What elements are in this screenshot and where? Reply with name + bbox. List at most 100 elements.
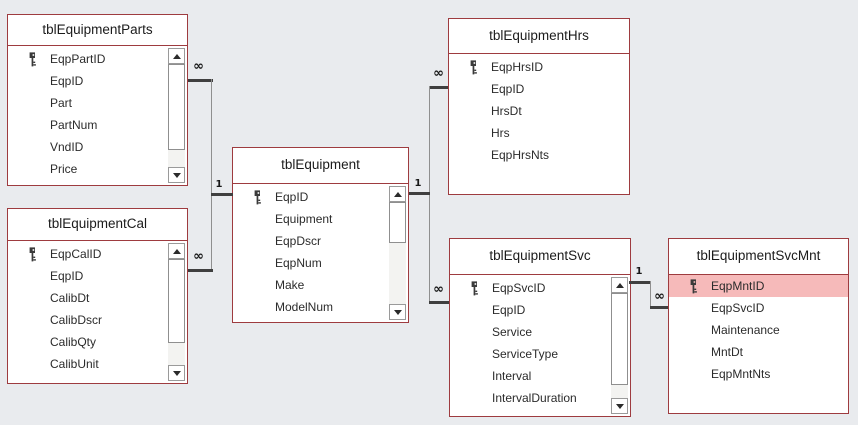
field-row[interactable]: EqpID xyxy=(8,70,187,92)
field-row[interactable]: ServiceType xyxy=(450,343,630,365)
table-title[interactable]: tblEquipmentCal xyxy=(8,209,187,241)
field-row[interactable]: HrsDt xyxy=(449,100,629,122)
field-name: ServiceType xyxy=(492,347,559,361)
field-name: CalibQty xyxy=(50,335,97,349)
scroll-down-icon xyxy=(172,172,181,178)
field-row[interactable]: Equipment xyxy=(233,208,408,230)
table-tblEquipmentCal[interactable]: tblEquipmentCal EqpCalID EqpID CalibDt C… xyxy=(7,208,188,384)
field-name: Service xyxy=(492,325,533,339)
field-row-selected[interactable]: EqpMntID xyxy=(669,275,848,297)
relationship-end-bar[interactable] xyxy=(429,86,448,89)
field-row[interactable]: EqpID xyxy=(233,186,408,208)
field-row[interactable]: Part xyxy=(8,92,187,114)
scroll-thumb[interactable] xyxy=(168,259,185,343)
field-name: EqpSvcID xyxy=(711,301,765,315)
field-name: Equipment xyxy=(275,212,333,226)
field-name: EqpHrsID xyxy=(491,60,544,74)
field-name: Maintenance xyxy=(711,323,780,337)
scroll-thumb[interactable] xyxy=(389,202,406,243)
table-tblEquipmentHrs[interactable]: tblEquipmentHrs EqpHrsID EqpID HrsDt Hrs… xyxy=(448,18,630,195)
field-row[interactable]: Maintenance xyxy=(669,319,848,341)
scroll-track[interactable] xyxy=(611,293,628,398)
field-name: EqpSvcID xyxy=(492,281,546,295)
scrollbar[interactable] xyxy=(389,186,406,320)
scroll-down-icon xyxy=(615,403,624,409)
field-row[interactable]: Interval xyxy=(450,365,630,387)
scroll-down-button[interactable] xyxy=(389,304,406,320)
relationship-end-bar[interactable] xyxy=(188,79,213,82)
field-name: IntervalDuration xyxy=(492,391,577,405)
field-row[interactable]: Service xyxy=(450,321,630,343)
scroll-up-button[interactable] xyxy=(611,277,628,293)
field-row[interactable]: CalibUnit xyxy=(8,353,187,375)
field-row[interactable]: EqpID xyxy=(449,78,629,100)
scroll-up-button[interactable] xyxy=(389,186,406,202)
field-name: Make xyxy=(275,278,305,292)
relationship-end-bar[interactable] xyxy=(409,192,430,195)
field-row[interactable]: EqpSvcID xyxy=(669,297,848,319)
primary-key-icon xyxy=(470,59,477,74)
field-row[interactable]: VndID xyxy=(8,136,187,158)
table-title[interactable]: tblEquipment xyxy=(233,148,408,184)
table-tblEquipmentSvc[interactable]: tblEquipmentSvc EqpSvcID EqpID Service S… xyxy=(449,238,631,417)
scroll-thumb[interactable] xyxy=(168,64,185,150)
scroll-track[interactable] xyxy=(389,202,406,304)
field-row[interactable]: MntDt xyxy=(669,341,848,363)
field-row[interactable]: EqpCalID xyxy=(8,243,187,265)
scrollbar[interactable] xyxy=(611,277,628,414)
field-row[interactable]: EqpHrsNts xyxy=(449,144,629,166)
table-title[interactable]: tblEquipmentHrs xyxy=(449,19,629,54)
field-row[interactable]: IntervalDuration xyxy=(450,387,630,409)
field-row[interactable]: EqpDscr xyxy=(233,230,408,252)
scrollbar[interactable] xyxy=(168,48,185,183)
field-row[interactable]: CalibQty xyxy=(8,331,187,353)
field-name: Part xyxy=(50,96,73,110)
field-row[interactable]: Price xyxy=(8,158,187,180)
scroll-track[interactable] xyxy=(168,259,185,365)
field-name: MntDt xyxy=(711,345,744,359)
scroll-thumb[interactable] xyxy=(611,293,628,385)
field-row[interactable]: EqpSvcID xyxy=(450,277,630,299)
relationship-end-bar[interactable] xyxy=(429,301,449,304)
table-title[interactable]: tblEquipmentParts xyxy=(8,15,187,46)
relationship-end-bar[interactable] xyxy=(211,193,233,196)
relationship-end-bar[interactable] xyxy=(650,306,668,309)
field-row[interactable]: PartNum xyxy=(8,114,187,136)
field-row[interactable]: EqpMntNts xyxy=(669,363,848,385)
field-row[interactable]: EqpID xyxy=(8,265,187,287)
primary-key-icon xyxy=(690,278,697,293)
field-name: EqpCalID xyxy=(50,247,102,261)
field-row[interactable]: CalibDt xyxy=(8,287,187,309)
field-row[interactable]: Hrs xyxy=(449,122,629,144)
table-tblEquipmentSvcMnt[interactable]: tblEquipmentSvcMnt EqpMntID EqpSvcID Mai… xyxy=(668,238,849,414)
one-symbol: 1 xyxy=(635,266,643,277)
scrollbar[interactable] xyxy=(168,243,185,381)
field-row[interactable]: CalibDscr xyxy=(8,309,187,331)
field-name: CalibDscr xyxy=(50,313,103,327)
scroll-track[interactable] xyxy=(168,64,185,167)
table-tblEquipment[interactable]: tblEquipment EqpID Equipment EqpDscr Eqp… xyxy=(232,147,409,323)
field-name: Interval xyxy=(492,369,532,383)
relationship-line[interactable] xyxy=(211,79,212,272)
table-tblEquipmentParts[interactable]: tblEquipmentParts EqpPartID EqpID Part P… xyxy=(7,14,188,186)
field-row[interactable]: ModelNum xyxy=(233,296,408,318)
scroll-up-button[interactable] xyxy=(168,48,185,64)
relationship-line[interactable] xyxy=(650,281,651,308)
relationship-end-bar[interactable] xyxy=(188,269,213,272)
field-row[interactable]: EqpNum xyxy=(233,252,408,274)
primary-key-icon xyxy=(254,189,261,204)
field-row[interactable]: EqpPartID xyxy=(8,48,187,70)
scroll-down-button[interactable] xyxy=(168,365,185,381)
table-title[interactable]: tblEquipmentSvc xyxy=(450,239,630,275)
field-list: EqpHrsID EqpID HrsDt Hrs EqpHrsNts xyxy=(449,54,629,166)
field-row[interactable]: EqpID xyxy=(450,299,630,321)
scroll-down-button[interactable] xyxy=(611,398,628,414)
scroll-up-button[interactable] xyxy=(168,243,185,259)
relationship-end-bar[interactable] xyxy=(629,281,651,284)
field-row[interactable]: Make xyxy=(233,274,408,296)
field-name: PartNum xyxy=(50,118,98,132)
field-row[interactable]: EqpHrsID xyxy=(449,56,629,78)
table-title[interactable]: tblEquipmentSvcMnt xyxy=(669,239,848,275)
many-symbol: ∞ xyxy=(193,249,204,264)
scroll-down-button[interactable] xyxy=(168,167,185,183)
